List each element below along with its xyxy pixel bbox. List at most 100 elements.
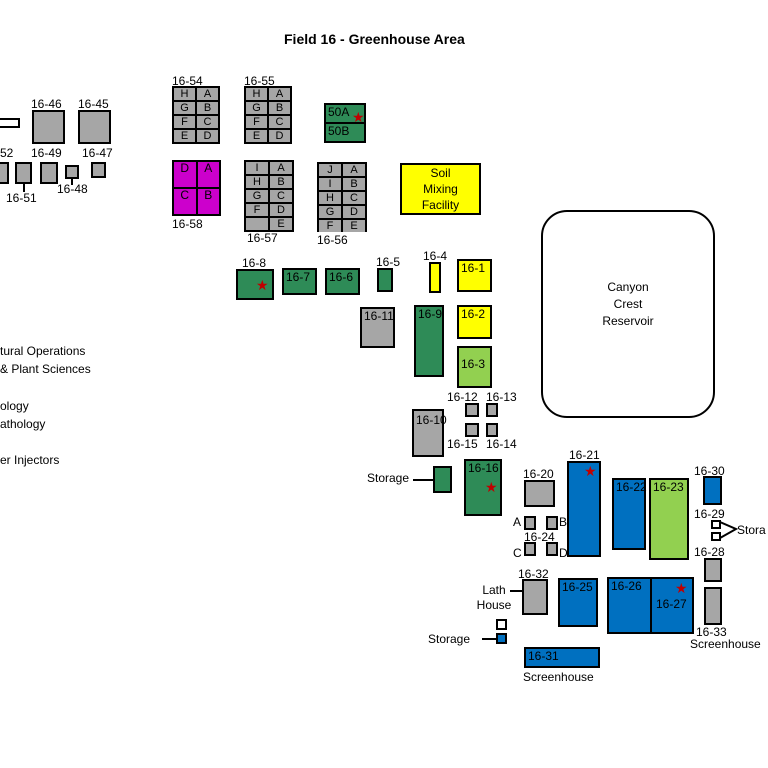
storage-building-2a[interactable] bbox=[496, 619, 507, 630]
building-16-9[interactable]: 16-9 bbox=[414, 305, 444, 377]
building-16-29b[interactable] bbox=[711, 532, 721, 541]
building-16-23[interactable]: 16-23 bbox=[649, 478, 689, 560]
building-16-14[interactable] bbox=[486, 423, 498, 437]
grid-bay[interactable]: G bbox=[174, 102, 195, 114]
building-16-16[interactable]: 16-16 bbox=[464, 459, 502, 516]
grid-bay[interactable]: B bbox=[269, 102, 290, 114]
building-16-2[interactable]: 16-2 bbox=[457, 305, 492, 339]
building-16-4[interactable] bbox=[429, 262, 441, 293]
storage-building-2b[interactable] bbox=[496, 633, 507, 644]
star-icon: ★ bbox=[584, 463, 597, 479]
label-16-52: 52 bbox=[0, 146, 14, 160]
building-16-8[interactable] bbox=[236, 269, 274, 300]
grid-bay[interactable]: H bbox=[246, 88, 267, 100]
grid-bay[interactable]: A bbox=[270, 162, 292, 174]
grid-bay[interactable]: J bbox=[319, 164, 341, 176]
grid-bay[interactable]: I bbox=[319, 178, 341, 190]
grid-bay[interactable]: A bbox=[197, 162, 219, 187]
grid-bay[interactable]: C bbox=[269, 116, 290, 128]
building-16-24c[interactable] bbox=[524, 542, 536, 556]
grid-bay[interactable]: B bbox=[197, 189, 219, 214]
grid-bay[interactable]: I bbox=[246, 162, 268, 174]
building-16-30[interactable] bbox=[703, 476, 722, 505]
building-16-48[interactable] bbox=[65, 165, 79, 179]
grid-bay[interactable]: D bbox=[270, 204, 292, 216]
building-partial-left[interactable] bbox=[0, 118, 20, 128]
label-storage-2: Stora bbox=[737, 523, 766, 537]
grid-bay[interactable]: F bbox=[319, 220, 341, 232]
grid-bay[interactable]: E bbox=[270, 218, 292, 230]
grid-bay[interactable]: F bbox=[246, 116, 267, 128]
grid-bay[interactable]: B bbox=[343, 178, 365, 190]
building-16-24b[interactable] bbox=[546, 516, 558, 530]
building-16-25[interactable]: 16-25 bbox=[558, 578, 598, 627]
grid-bay[interactable]: H bbox=[174, 88, 195, 100]
grid-bay[interactable] bbox=[246, 218, 268, 230]
soil-mixing-facility[interactable]: Soil Mixing Facility bbox=[400, 163, 481, 215]
building-16-46[interactable] bbox=[32, 110, 65, 144]
building-16-29a[interactable] bbox=[711, 520, 721, 529]
building-16-27[interactable]: 16-27 bbox=[650, 577, 694, 634]
building-16-26[interactable]: 16-26 bbox=[607, 577, 652, 634]
building-16-11[interactable]: 16-11 bbox=[360, 307, 395, 348]
grid-bay[interactable]: C bbox=[343, 192, 365, 204]
grid-bay[interactable]: H bbox=[319, 192, 341, 204]
building-16-51[interactable] bbox=[15, 162, 32, 184]
grid-bay[interactable]: D bbox=[174, 162, 196, 187]
storage-pointer-arrow bbox=[720, 521, 739, 539]
grid-bay[interactable]: C bbox=[174, 189, 196, 214]
grid-bay[interactable]: A bbox=[269, 88, 290, 100]
grid-bay[interactable]: G bbox=[246, 190, 268, 202]
building-16-21[interactable] bbox=[567, 461, 601, 557]
building-16-22[interactable]: 16-22 bbox=[612, 478, 647, 550]
grid-bay[interactable]: D bbox=[197, 130, 218, 142]
grid-bay[interactable]: A bbox=[197, 88, 218, 100]
grid-bay[interactable]: F bbox=[246, 204, 268, 216]
grid-bay[interactable]: C bbox=[270, 190, 292, 202]
building-16-45[interactable] bbox=[78, 110, 111, 144]
label-16-21: 16-21 bbox=[569, 448, 600, 462]
label-16-13: 16-13 bbox=[486, 390, 517, 404]
grid-bay[interactable]: F bbox=[174, 116, 195, 128]
grid-bay[interactable]: G bbox=[319, 206, 341, 218]
building-16-13[interactable] bbox=[486, 403, 498, 417]
building-16-20[interactable] bbox=[524, 480, 555, 507]
building-16-6[interactable]: 16-6 bbox=[325, 268, 360, 295]
canyon-crest-reservoir[interactable]: Canyon Crest Reservoir bbox=[541, 210, 715, 418]
building-50b[interactable]: 50B bbox=[324, 122, 366, 143]
building-16-1[interactable]: 16-1 bbox=[457, 259, 492, 292]
building-16-47[interactable] bbox=[91, 162, 106, 178]
grid-bay[interactable]: C bbox=[197, 116, 218, 128]
storage-building-1[interactable] bbox=[433, 466, 452, 493]
building-16-24d[interactable] bbox=[546, 542, 558, 556]
grid-bay[interactable]: D bbox=[343, 206, 365, 218]
building-16-15[interactable] bbox=[465, 423, 479, 437]
building-16-7[interactable]: 16-7 bbox=[282, 268, 317, 295]
grid-bay[interactable]: A bbox=[343, 164, 365, 176]
building-16-52[interactable] bbox=[0, 162, 9, 184]
building-16-3[interactable]: 16-3 bbox=[457, 346, 492, 388]
building-16-28[interactable] bbox=[704, 558, 722, 582]
building-16-49[interactable] bbox=[40, 162, 58, 184]
grid-bay[interactable]: E bbox=[246, 130, 267, 142]
grid-bay[interactable]: B bbox=[270, 176, 292, 188]
building-16-5[interactable] bbox=[377, 268, 393, 292]
building-16-12[interactable] bbox=[465, 403, 479, 417]
building-16-31[interactable]: 16-31 bbox=[524, 647, 600, 668]
building-16-32[interactable] bbox=[522, 579, 548, 615]
label-16-4: 16-4 bbox=[423, 249, 448, 263]
grid-bay[interactable]: B bbox=[197, 102, 218, 114]
grid-bay[interactable]: H bbox=[246, 176, 268, 188]
grid-bay[interactable]: G bbox=[246, 102, 267, 114]
grid-bay[interactable]: E bbox=[174, 130, 195, 142]
building-16-33[interactable] bbox=[704, 587, 722, 625]
grid-bay[interactable]: D bbox=[269, 130, 290, 142]
grid-bay[interactable]: E bbox=[343, 220, 365, 232]
building-16-24a[interactable] bbox=[524, 516, 536, 530]
building-16-10[interactable]: 16-10 bbox=[412, 409, 447, 457]
